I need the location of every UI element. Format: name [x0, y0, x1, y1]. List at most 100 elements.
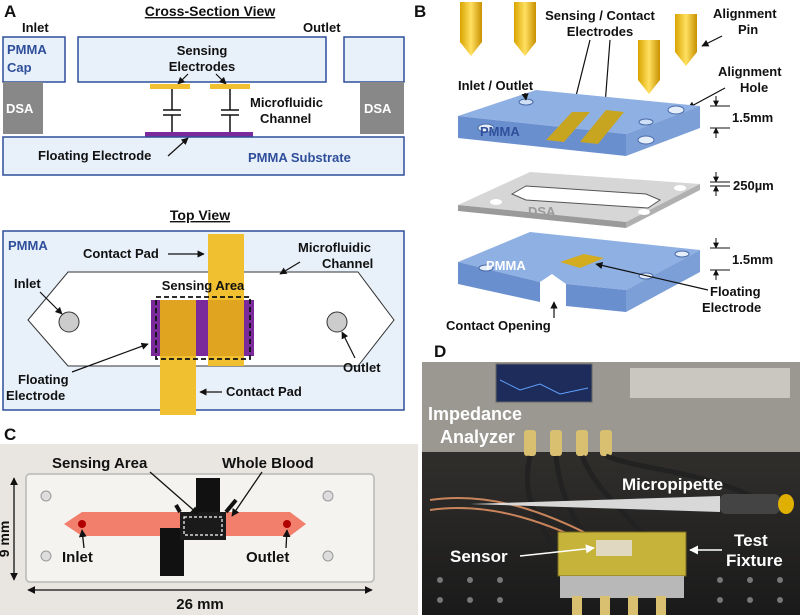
c-width-label: 26 mm [176, 596, 224, 613]
sensing-electrodes-l1: Sensing [177, 43, 228, 58]
outlet-label: Outlet [303, 20, 341, 35]
alignment-pin-l2: Pin [738, 22, 758, 37]
contact-pad-bottom-label: Contact Pad [226, 384, 302, 399]
tv-inlet-arrow [39, 291, 63, 315]
chip-hole-2 [322, 490, 334, 502]
overlap-1 [160, 300, 196, 356]
c-inlet-arrow [78, 529, 87, 549]
panel-b: B Sensing / Contact Electrodes Alignment… [414, 2, 782, 333]
panel-a-letter: A [4, 2, 16, 21]
pmma-top-front [458, 116, 626, 156]
trace-c-1 [174, 504, 182, 513]
pmma-substrate [2, 136, 405, 176]
d-sensor-arrow [519, 544, 595, 557]
pin-2 [514, 2, 536, 56]
capacitor-1 [163, 89, 181, 132]
tv-floating-l1: Floating [18, 372, 69, 387]
sensing-arrow-1 [177, 73, 189, 85]
thickness-bottom-label: 1.5mm [732, 252, 773, 267]
dsa-side [626, 184, 700, 228]
floating-b-arrow [595, 261, 709, 291]
dsa-hole-2 [674, 185, 686, 191]
pmma-cap-label-1: PMMA [7, 42, 47, 57]
c-inlet-label: Inlet [62, 549, 93, 566]
outlet-port-c [283, 520, 291, 528]
tv-microfluidic-arrow [279, 261, 301, 275]
pmma-cap-left [2, 36, 66, 83]
chip-hole-1 [40, 490, 52, 502]
d-test-l1: Test [734, 531, 768, 550]
panel-c: C Sensing Area Whole Blood Inlet Outlet … [0, 425, 418, 615]
alignment-hole-arrow [687, 87, 726, 109]
panel-a: A Cross-Section View Inlet Outlet PMMA C… [2, 2, 405, 415]
pmma-cap-label-2: Cap [7, 60, 32, 75]
sensing-area-c-box [183, 516, 223, 536]
inlet-outlet-label: Inlet / Outlet [458, 78, 534, 93]
top-view-pmma-label: PMMA [8, 238, 48, 253]
pin-4 [675, 14, 697, 66]
inlet-port-c [78, 520, 86, 528]
dsa-left-label: DSA [6, 101, 34, 116]
pin-1 [460, 2, 482, 56]
thickness-dsa [710, 172, 730, 196]
d-impedance-l2: Analyzer [440, 427, 515, 447]
tv-outlet-label: Outlet [343, 360, 381, 375]
dsa-hole-3 [638, 209, 650, 215]
alignment-pins [460, 2, 697, 94]
chip-hole-3 [40, 550, 52, 562]
outlet-hole-b [638, 118, 654, 126]
pmma-bottom-side [626, 250, 700, 312]
sensing-arrow-2 [215, 73, 227, 85]
panel-b-letter: B [414, 2, 426, 21]
c-sensing-arrow [149, 471, 199, 515]
dsa-front [458, 205, 626, 228]
trace-c-2 [224, 498, 238, 514]
floating-arrow [167, 137, 189, 157]
floating-b-l2: Electrode [702, 300, 761, 315]
c-height-label: 9 mm [0, 521, 12, 558]
pmma-bottom-layer [458, 232, 700, 312]
sensing-contact-l1: Sensing / Contact [545, 8, 655, 23]
inlet-hole [58, 311, 80, 333]
c-outlet-label: Outlet [246, 549, 289, 566]
chip-hole-4 [322, 550, 334, 562]
floating-b-l1: Floating [710, 284, 761, 299]
alignment-hole-l1: Alignment [718, 64, 782, 79]
sensing-electrode-2 [210, 84, 250, 89]
tv-floating-arrow [71, 342, 149, 373]
tv-inlet-label: Inlet [14, 276, 41, 291]
dsa-channel-cutout [510, 185, 662, 209]
tv-floating-l2: Electrode [6, 388, 65, 403]
tv-outlet-arrow [341, 331, 356, 359]
sensing-contact-l2: Electrodes [567, 24, 633, 39]
dsa-left [3, 82, 43, 134]
c-sensing-area-label: Sensing Area [52, 455, 148, 472]
electrode-stripe-1 [546, 112, 590, 142]
panel-d-letter: D [434, 342, 446, 361]
analyzer-screen [495, 363, 593, 403]
thickness-top-label: 1.5mm [732, 110, 773, 125]
panel-c-letter: C [4, 425, 16, 444]
overlap-2 [208, 300, 244, 356]
contact-opening-label: Contact Opening [446, 318, 551, 333]
pmma-substrate-label: PMMA Substrate [248, 150, 351, 165]
alignment-pin-l1: Alignment [713, 6, 777, 21]
thickness-bottom [710, 238, 730, 280]
d-impedance-l1: Impedance [428, 404, 522, 424]
floating-electrode-label: Floating Electrode [38, 148, 151, 163]
inlet-label: Inlet [22, 20, 49, 35]
dsa-hole-1 [490, 199, 502, 205]
fixture-clamp [560, 576, 684, 598]
microfluidic-channel-l2: Channel [260, 111, 311, 126]
d-sensor-label: Sensor [450, 547, 508, 566]
hole-b-3 [637, 135, 655, 145]
top-view-title: Top View [170, 207, 230, 223]
dsa-right-label: DSA [364, 101, 392, 116]
thickness-top [710, 96, 730, 138]
tv-microfluidic-l1: Microfluidic [298, 240, 371, 255]
pmma-cap-right [343, 36, 405, 83]
sensing-electrode-1 [150, 84, 190, 89]
cross-section-title: Cross-Section View [145, 3, 276, 19]
thickness-dsa-label: 250µm [733, 178, 774, 193]
b-hole-1 [478, 264, 494, 272]
